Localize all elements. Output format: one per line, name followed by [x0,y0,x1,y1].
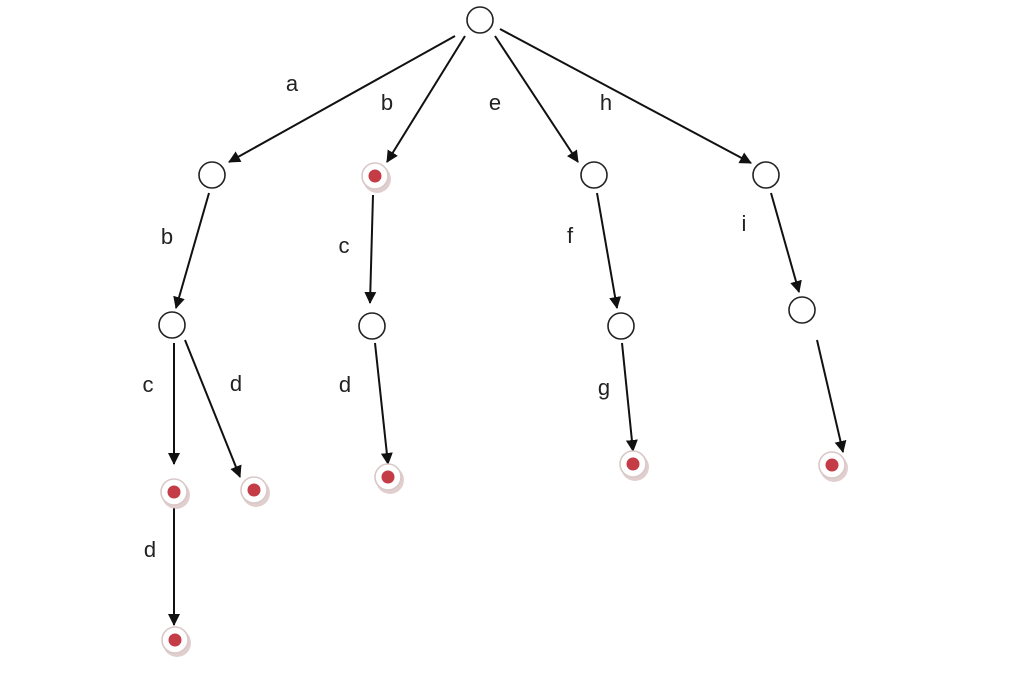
edge-root-a [228,35,456,163]
node-e [580,161,608,189]
edge-label-ab-abd: d [230,371,242,396]
edge-e-ef [596,192,622,309]
edge-label-root-a: a [286,71,299,96]
terminal-node-abd [240,476,270,507]
node-ef [607,312,635,340]
terminal-node-hi_end [818,451,848,482]
edges-layer [168,28,847,626]
edge-label-root-h: h [600,90,612,115]
edge-label-bc-bcd: d [339,372,351,397]
nodes-layer [158,6,848,657]
edge-ef-efg [621,342,638,452]
edge-root-e [494,35,579,163]
terminal-node-efg [619,450,649,481]
edge-label-ef-efg: g [598,375,610,400]
edge-label-abc-abcd: d [144,537,156,562]
edge-label-e-ef: f [567,223,574,248]
node-a [198,161,226,189]
edge-label-root-b: b [381,90,393,115]
terminal-node-abc [160,478,190,509]
edge-a-ab [173,192,210,309]
edge-h-hi [770,192,802,293]
edge-label-h-hi: i [742,211,747,236]
terminal-node-abcd [161,626,191,657]
edge-hi-hi_end [816,339,847,453]
node-bc [358,312,386,340]
edge-b-bc [364,194,377,304]
edge-labels-layer: a b e h b c f i c d d g d [143,71,747,562]
node-root [466,6,494,34]
node-hi [788,296,816,324]
edge-label-b-bc: c [339,233,350,258]
edge-label-root-e: e [489,90,501,115]
edge-root-h [499,28,752,164]
terminal-node-bcd [374,463,404,494]
terminal-node-b [361,162,391,193]
edge-ab-abd [184,339,242,478]
edge-bc-bcd [374,342,393,465]
node-ab [158,311,186,339]
node-h [752,161,780,189]
edge-label-ab-abc: c [143,372,154,397]
edge-label-a-ab: b [161,224,173,249]
edge-root-b [386,35,466,163]
